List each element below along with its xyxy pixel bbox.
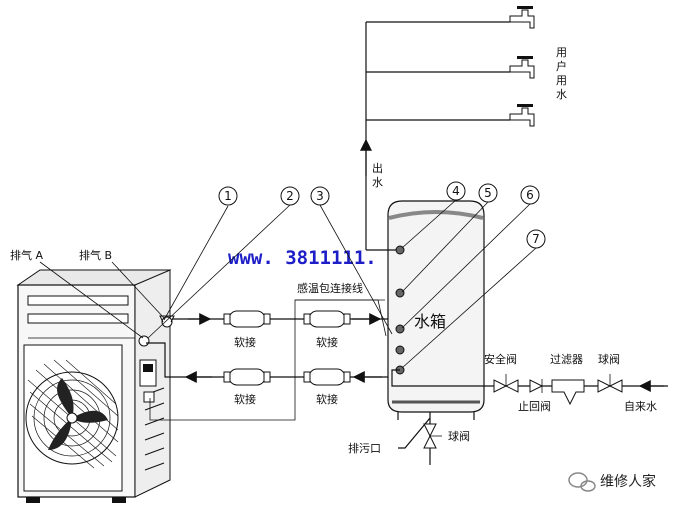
callout-5: 5 — [401, 183, 498, 293]
soft-joint-bottom-2 — [303, 368, 351, 386]
exhaust-a-label: 排气 A — [10, 248, 43, 262]
user-water-label: 用户 用水 — [556, 46, 571, 101]
callout-3: 3 — [310, 186, 393, 335]
exhaust-b-label: 排气 B — [79, 248, 112, 262]
faucet-icon — [509, 6, 535, 29]
drain-label: 排污口 — [348, 441, 381, 455]
callout-1: 1 — [163, 186, 238, 321]
ball-valve-bottom-label: 球阀 — [448, 429, 470, 443]
tap-water-label: 自来水 — [624, 400, 657, 413]
water-out-label: 出水 — [372, 161, 383, 189]
cold-water-inlet — [391, 369, 668, 406]
soft-joint-label-4: 软接 — [316, 392, 338, 406]
fan-grille — [25, 359, 119, 469]
tank-label: 水箱 — [414, 312, 446, 331]
soft-joint-top-2 — [303, 310, 351, 328]
svg-text:5: 5 — [484, 186, 492, 200]
water-tank — [387, 200, 485, 420]
soft-joint-label-3: 软接 — [234, 392, 256, 406]
svg-text:6: 6 — [526, 188, 534, 202]
hot-water-outlet — [360, 21, 510, 251]
filter-label: 过滤器 — [550, 353, 583, 366]
svg-text:3: 3 — [316, 189, 324, 203]
website-url: www. 3811111. com — [228, 247, 422, 269]
outdoor-unit — [16, 269, 175, 503]
svg-text:1: 1 — [224, 189, 232, 203]
exhaust-a-leader — [39, 261, 144, 339]
ball-valve-right-label: 球阀 — [598, 352, 620, 366]
faucet-icon — [509, 56, 535, 79]
wechat-watermark: 维修人家 — [568, 472, 656, 492]
watermark-text: 维修人家 — [600, 473, 656, 490]
svg-text:2: 2 — [286, 189, 294, 203]
callout-6: 6 — [401, 185, 540, 329]
faucet-icon — [509, 104, 535, 127]
callout-4: 4 — [401, 181, 466, 249]
callout-2: 2 — [147, 186, 300, 339]
soft-joint-top-1 — [223, 310, 271, 328]
soft-joint-label-2: 软接 — [316, 335, 338, 349]
soft-joint-label-1: 软接 — [234, 335, 256, 349]
svg-text:4: 4 — [452, 184, 460, 198]
sensor-wire-label: 感温包连接线 — [297, 281, 363, 295]
safety-valve-label: 安全阀 — [484, 352, 517, 366]
piping — [146, 299, 395, 421]
svg-text:7: 7 — [532, 232, 540, 246]
exhaust-b-leader — [111, 261, 165, 319]
drain — [398, 412, 442, 465]
soft-joint-bottom-1 — [223, 368, 271, 386]
callout-7: 7 — [401, 229, 546, 369]
check-valve-label: 止回阀 — [518, 399, 551, 413]
